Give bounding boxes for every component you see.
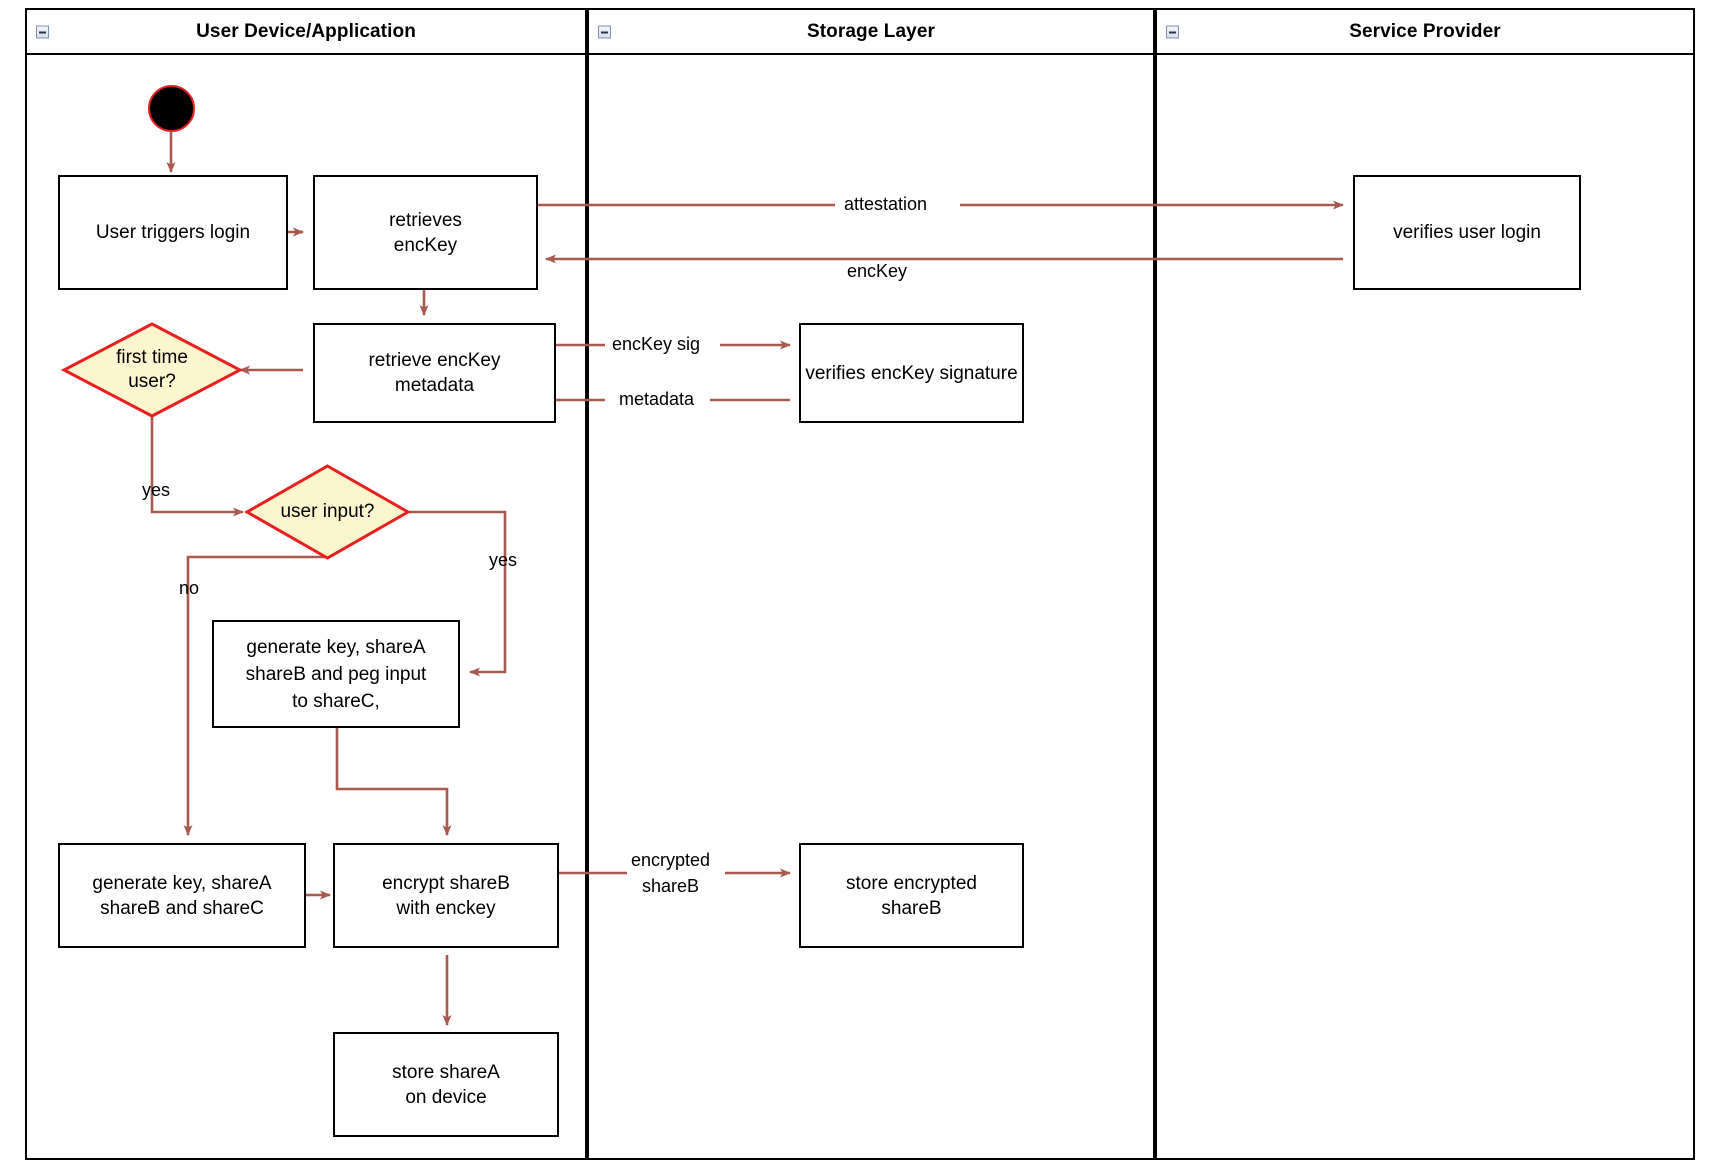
activity-label: verifies encKey signature — [805, 362, 1018, 384]
activity-label: verifies user login — [1393, 222, 1541, 243]
activity-verifies-enckey-signature[interactable]: verifies encKey signature — [799, 323, 1024, 423]
edge-label-encrypted-shareb: encrypted shareB — [627, 847, 715, 899]
swimlane-title: Service Provider — [1349, 20, 1501, 42]
swimlane-service-provider[interactable]: Service Provider — [1155, 8, 1695, 1160]
minus-box-icon[interactable] — [36, 25, 49, 38]
swimlane-title: User Device/Application — [196, 20, 416, 42]
activity-label: encrypt shareB with enckey — [382, 872, 510, 919]
minus-box-icon[interactable] — [598, 25, 611, 38]
activity-label: store shareA on device — [392, 1061, 500, 1108]
swimlane-title: Storage Layer — [806, 20, 936, 42]
edge-label-metadata: metadata — [615, 389, 699, 410]
activity-retrieve-enckey-metadata[interactable]: retrieve encKey metadata — [313, 323, 556, 423]
decision-shape — [243, 464, 412, 560]
swimlane-header-service-provider: Service Provider — [1157, 10, 1693, 55]
activity-label: retrieves encKey — [389, 209, 462, 256]
activity-store-sharea-on-device[interactable]: store shareA on device — [333, 1032, 559, 1137]
swimlane-header-user-device: User Device/Application — [27, 10, 585, 55]
edge-label-attestation: attestation — [840, 194, 932, 215]
edge-label-yes-first-time: yes — [142, 480, 171, 500]
edge-label-yes-user-input: yes — [489, 550, 518, 570]
activity-label: generate key, shareA shareB and peg inpu… — [245, 636, 427, 712]
minus-box-icon[interactable] — [1166, 25, 1179, 38]
activity-label: retrieve encKey metadata — [368, 350, 501, 396]
activity-retrieves-enckey[interactable]: retrieves encKey — [313, 175, 538, 290]
edge-label-no-user-input: no — [179, 578, 200, 598]
activity-generate-shares[interactable]: generate key, shareA shareB and shareC — [58, 843, 306, 948]
activity-generate-peg-input[interactable]: generate key, shareA shareB and peg inpu… — [212, 620, 460, 728]
activity-verifies-user-login[interactable]: verifies user login — [1353, 175, 1581, 290]
activity-label: store encrypted shareB — [846, 872, 977, 919]
activity-user-triggers-login[interactable]: User triggers login — [58, 175, 288, 290]
decision-shape — [60, 322, 244, 418]
decision-user-input[interactable]: user input? — [243, 464, 412, 560]
edge-label-enckey-sig: encKey sig — [608, 334, 705, 355]
activity-label: User triggers login — [95, 222, 251, 243]
activity-store-encrypted-shareb[interactable]: store encrypted shareB — [799, 843, 1024, 948]
decision-first-time-user[interactable]: first time user? — [60, 322, 244, 418]
swimlane-user-device[interactable]: User Device/Application — [25, 8, 587, 1160]
activity-label: generate key, shareA shareB and shareC — [92, 872, 272, 919]
swimlane-header-storage-layer: Storage Layer — [589, 10, 1153, 55]
swimlane-storage-layer[interactable]: Storage Layer — [587, 8, 1155, 1160]
initial-node — [148, 85, 195, 132]
activity-encrypt-shareb[interactable]: encrypt shareB with enckey — [333, 843, 559, 948]
edge-label-enckey: encKey — [847, 261, 908, 281]
